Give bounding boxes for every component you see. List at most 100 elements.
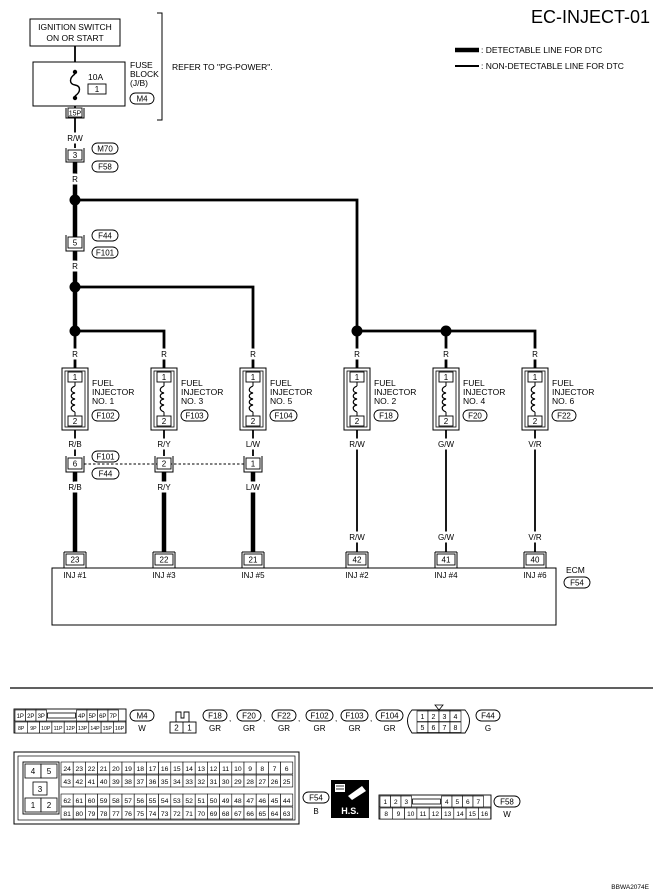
refer-power-text: REFER TO "PG-POWER". (172, 62, 273, 72)
pin-label: 15 (173, 766, 181, 773)
pin-label: 49 (222, 798, 230, 805)
svg-text:1: 1 (444, 373, 449, 382)
ignition-switch-label-2: ON OR START (46, 33, 103, 43)
pin-label: 17 (149, 766, 157, 773)
wire-color-lw-bottom: L/W (246, 483, 261, 492)
connector-f101-mid: F101 (96, 453, 115, 462)
pin-label: 36 (149, 779, 157, 786)
pin-label: 9P (30, 726, 37, 732)
pin-label: 3P (38, 714, 45, 720)
svg-text:F103: F103 (185, 412, 204, 421)
wire-color-ry-bottom: R/Y (157, 483, 171, 492)
pin-label: 1 (383, 799, 387, 806)
svg-text:22: 22 (160, 556, 169, 565)
injector-coil-icon (530, 385, 536, 413)
pin-label: 26 (271, 779, 279, 786)
pin-label: 24 (63, 766, 71, 773)
connector-f44-top: F44 (98, 232, 112, 241)
pin-label: 74 (149, 811, 157, 818)
svg-text:NO. 6: NO. 6 (552, 396, 574, 406)
pin-label: 13P (78, 726, 88, 732)
svg-text:1: 1 (73, 373, 78, 382)
pin-label: 31 (210, 779, 218, 786)
connector-color-label: GR (349, 724, 361, 733)
separator-comma: , (298, 714, 300, 723)
connector-f58: F58 (98, 163, 112, 172)
svg-text:FUEL: FUEL (270, 378, 292, 388)
separator-comma: , (263, 714, 265, 723)
wire-color-vr-ecm: V/R (528, 533, 542, 542)
pin-label: 38 (124, 779, 132, 786)
pin-label: 70 (198, 811, 206, 818)
pin-label: 14 (185, 766, 193, 773)
pin-label: 41 (88, 779, 96, 786)
svg-text:1: 1 (31, 801, 36, 810)
separator-comma: , (370, 714, 372, 723)
pin-label: 25 (283, 779, 291, 786)
pin-label: 6 (466, 799, 470, 806)
diagram-title: EC-INJECT-01 (531, 7, 650, 27)
injector-coil-icon (248, 385, 254, 413)
ecm-connector-f54: F54 (570, 579, 584, 588)
pin-label: 19 (124, 766, 132, 773)
svg-text:F44: F44 (481, 712, 495, 721)
svg-text:INJ #5: INJ #5 (241, 571, 265, 580)
pin-label: 32 (198, 779, 206, 786)
connector-color-label: GR (209, 724, 221, 733)
pin-label: 3 (404, 799, 408, 806)
pin-label: 1 (421, 714, 425, 721)
svg-text:F58: F58 (500, 798, 514, 807)
fuse-block-connector: M4 (136, 95, 148, 104)
pin-label: 22 (88, 766, 96, 773)
connector-tag-label: F102 (310, 712, 329, 721)
svg-text:42: 42 (353, 556, 362, 565)
svg-text:W: W (503, 810, 511, 819)
pin-label: 12P (66, 726, 76, 732)
pin-label: 8 (454, 725, 458, 732)
pin-label: 13 (198, 766, 206, 773)
svg-text:2: 2 (73, 417, 78, 426)
mid-connector-pin-1: 1 (251, 460, 256, 469)
pin-label: 46 (259, 798, 267, 805)
pin-label: 47 (246, 798, 254, 805)
connector-color-label: GR (243, 724, 255, 733)
svg-text:2: 2 (444, 417, 449, 426)
svg-text:INJ #1: INJ #1 (63, 571, 87, 580)
injector-coil-icon (70, 385, 76, 413)
pin-label: 67 (234, 811, 242, 818)
pin-label: 27 (259, 779, 267, 786)
svg-text:2: 2 (174, 724, 179, 733)
pin-label: 9 (397, 811, 401, 818)
svg-text:23: 23 (71, 556, 80, 565)
wire-color-lw-top: L/W (246, 440, 261, 449)
pin-label: 10 (407, 811, 415, 818)
pin-label: 14P (90, 726, 100, 732)
connector-f101-top: F101 (96, 249, 115, 258)
fuel-injector-6: 1 2 FUEL INJECTOR NO. 6 F22 (521, 367, 594, 431)
pin-label: 35 (161, 779, 169, 786)
pin-label: 4 (445, 799, 449, 806)
pin-label: 7P (110, 714, 117, 720)
pin-label: 15 (469, 811, 477, 818)
pin-label: 39 (112, 779, 120, 786)
wire-color-r-inj3: R (161, 350, 167, 359)
injector-coil-icon (441, 385, 447, 413)
connector-face-injector: 2 1 F18GR,F20GR,F22GR,F102GR,F103GR,F104… (169, 709, 404, 734)
pin-label: 20 (112, 766, 120, 773)
svg-text:FUEL: FUEL (552, 378, 574, 388)
svg-text:INJECTOR: INJECTOR (270, 387, 312, 397)
wire-color-r-2: R (72, 262, 78, 271)
svg-text:2: 2 (162, 417, 167, 426)
pin-label: 44 (283, 798, 291, 805)
fuse-number: 1 (95, 85, 100, 94)
pin-label: 11 (222, 766, 229, 773)
svg-text:21: 21 (249, 556, 258, 565)
svg-text:H.S.: H.S. (341, 806, 359, 816)
wire-color-rw-top: R/W (67, 134, 83, 143)
pin-label: 76 (124, 811, 132, 818)
fuse-block-box (32, 61, 126, 107)
